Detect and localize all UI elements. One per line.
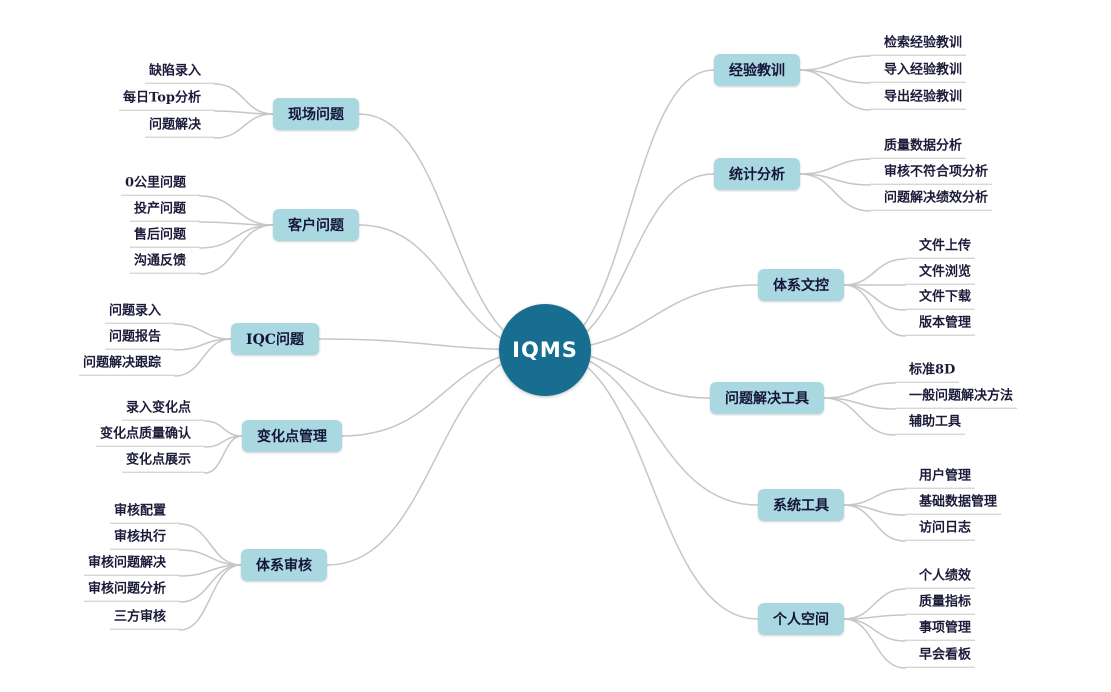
connector-edge (843, 618, 906, 669)
leaf-customer-issues-1[interactable]: 0公里问题 (120, 176, 200, 196)
connector-edge (199, 224, 274, 275)
leaf-document-control-1[interactable]: 文件上传 (905, 239, 976, 259)
central-topic[interactable]: IQMS (499, 304, 591, 396)
branch-change-point-management[interactable]: 变化点管理 (242, 420, 342, 452)
leaf-document-control-3[interactable]: 文件下载 (905, 290, 976, 310)
leaf-lessons-learned-1[interactable]: 检索经验教训 (870, 36, 967, 56)
leaf-iqc-issues-3[interactable]: 问题解决跟踪 (78, 356, 175, 376)
leaf-change-point-management-1[interactable]: 录入变化点 (121, 401, 205, 421)
leaf-problem-solving-tools-2[interactable]: 一般问题解决方法 (895, 389, 1018, 409)
connector-edge (823, 397, 896, 436)
branch-document-control[interactable]: 体系文控 (758, 269, 844, 301)
branch-lessons-learned[interactable]: 经验教训 (714, 54, 800, 86)
leaf-change-point-management-3[interactable]: 变化点展示 (121, 453, 205, 473)
connector-edge (799, 69, 871, 84)
leaf-problem-solving-tools-3[interactable]: 辅助工具 (895, 415, 966, 435)
leaf-personal-space-2[interactable]: 质量指标 (905, 595, 976, 615)
leaf-system-tools-1[interactable]: 用户管理 (905, 469, 976, 489)
leaf-customer-issues-4[interactable]: 沟通反馈 (129, 254, 200, 274)
leaf-onsite-issues-1[interactable]: 缺陷录入 (144, 64, 215, 84)
leaf-system-audit-2[interactable]: 审核执行 (109, 530, 180, 550)
connector-edge (199, 195, 274, 226)
branch-system-audit[interactable]: 体系审核 (241, 549, 327, 581)
leaf-system-tools-2[interactable]: 基础数据管理 (905, 495, 1002, 515)
leaf-problem-solving-tools-1[interactable]: 标准8D (895, 363, 960, 383)
branch-customer-issues[interactable]: 客户问题 (273, 209, 359, 241)
leaf-personal-space-3[interactable]: 事项管理 (905, 621, 976, 641)
branch-system-tools[interactable]: 系统工具 (758, 489, 844, 521)
leaf-system-audit-5[interactable]: 三方审核 (109, 610, 180, 630)
connector-edge (799, 173, 871, 212)
leaf-personal-space-1[interactable]: 个人绩效 (905, 569, 976, 589)
leaf-statistical-analysis-1[interactable]: 质量数据分析 (870, 139, 967, 159)
connector-edge (799, 55, 871, 71)
leaf-iqc-issues-2[interactable]: 问题报告 (104, 330, 175, 350)
connector-edge (843, 488, 906, 506)
leaf-lessons-learned-2[interactable]: 导入经验教训 (870, 63, 967, 83)
connector-edge (204, 435, 243, 474)
leaf-system-audit-3[interactable]: 审核问题解决 (83, 556, 180, 576)
connector-edge (179, 564, 242, 631)
branch-iqc-issues[interactable]: IQC问题 (231, 323, 319, 355)
leaf-iqc-issues-1[interactable]: 问题录入 (104, 304, 175, 324)
leaf-system-audit-4[interactable]: 审核问题分析 (83, 582, 180, 602)
connector-edge (843, 504, 906, 542)
leaf-statistical-analysis-3[interactable]: 问题解决绩效分析 (870, 191, 993, 211)
leaf-customer-issues-2[interactable]: 投产问题 (129, 202, 200, 222)
branch-onsite-issues[interactable]: 现场问题 (273, 98, 359, 130)
leaf-statistical-analysis-2[interactable]: 审核不符合项分析 (870, 165, 993, 185)
connector-edge (843, 284, 906, 337)
leaf-customer-issues-3[interactable]: 售后问题 (129, 228, 200, 248)
leaf-onsite-issues-3[interactable]: 问题解决 (144, 118, 215, 138)
leaf-onsite-issues-2[interactable]: 每日Top分析 (119, 91, 215, 111)
connector-edge (214, 113, 274, 139)
branch-personal-space[interactable]: 个人空间 (758, 603, 844, 635)
leaf-personal-space-4[interactable]: 早会看板 (905, 648, 976, 668)
leaf-system-audit-1[interactable]: 审核配置 (109, 504, 180, 524)
connector-edge (179, 523, 242, 566)
leaf-document-control-2[interactable]: 文件浏览 (905, 265, 976, 285)
leaf-change-point-management-2[interactable]: 变化点质量确认 (95, 427, 205, 447)
connector-edge (799, 69, 871, 111)
connector-edge (174, 338, 232, 377)
leaf-system-tools-3[interactable]: 访问日志 (905, 521, 976, 541)
leaf-document-control-4[interactable]: 版本管理 (905, 316, 976, 336)
leaf-lessons-learned-3[interactable]: 导出经验教训 (870, 90, 967, 110)
branch-problem-solving-tools[interactable]: 问题解决工具 (710, 382, 824, 414)
branch-statistical-analysis[interactable]: 统计分析 (714, 158, 800, 190)
